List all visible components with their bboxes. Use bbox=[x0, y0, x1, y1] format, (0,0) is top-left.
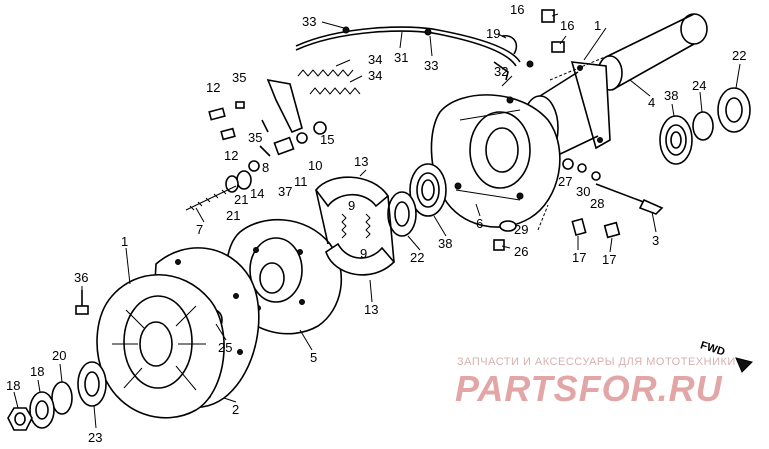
callout-17: 17 bbox=[572, 250, 586, 265]
nut-18 bbox=[7, 407, 33, 431]
callout-5: 5 bbox=[310, 350, 317, 365]
callout-22: 22 bbox=[732, 48, 746, 63]
oil-seal-22-right bbox=[717, 87, 751, 133]
callout-13: 13 bbox=[364, 302, 378, 317]
callout-7: 7 bbox=[196, 222, 203, 237]
callout-21: 21 bbox=[234, 192, 248, 207]
callout-23: 23 bbox=[88, 430, 102, 445]
callout-12: 12 bbox=[224, 148, 238, 163]
callout-24: 24 bbox=[692, 78, 706, 93]
callout-25: 25 bbox=[218, 340, 232, 355]
callout-33: 33 bbox=[424, 58, 438, 73]
bearing-18 bbox=[29, 391, 55, 429]
callout-35: 35 bbox=[232, 70, 246, 85]
oil-seal-23 bbox=[77, 361, 107, 407]
callout-26: 26 bbox=[514, 244, 528, 259]
callout-3: 3 bbox=[652, 233, 659, 248]
callout-21: 21 bbox=[226, 208, 240, 223]
callout-1: 1 bbox=[594, 18, 601, 33]
left-fasteners bbox=[185, 101, 260, 211]
callout-12: 12 bbox=[206, 80, 220, 95]
bearing-38-right bbox=[659, 115, 693, 165]
callout-9: 9 bbox=[348, 198, 355, 213]
watermark-logo: PARTSFOR.RU bbox=[455, 368, 723, 409]
callout-28: 28 bbox=[590, 196, 604, 211]
bolt-36 bbox=[75, 290, 89, 315]
brake-arm bbox=[259, 78, 327, 157]
callout-15: 15 bbox=[320, 132, 334, 147]
callout-13: 13 bbox=[354, 154, 368, 169]
callout-16: 16 bbox=[560, 18, 574, 33]
callout-18: 18 bbox=[6, 378, 20, 393]
forward-arrow-icon bbox=[735, 357, 753, 373]
callout-29: 29 bbox=[514, 222, 528, 237]
watermark-subtitle: ЗАПЧАСТИ И АКСЕССУАРЫ ДЛЯ МОТОТЕХНИКИ bbox=[457, 356, 736, 368]
callout-32: 32 bbox=[494, 64, 508, 79]
callout-6: 6 bbox=[476, 216, 483, 231]
callout-33: 33 bbox=[302, 14, 316, 29]
callout-31: 31 bbox=[394, 50, 408, 65]
callout-19: 19 bbox=[486, 26, 500, 41]
oil-seal-22-left bbox=[387, 191, 417, 237]
callout-20: 20 bbox=[52, 348, 66, 363]
bearing-38-left bbox=[409, 163, 447, 217]
callout-8: 8 bbox=[262, 160, 269, 175]
callout-36: 36 bbox=[74, 270, 88, 285]
callout-4: 4 bbox=[648, 95, 655, 110]
callout-2: 2 bbox=[232, 402, 239, 417]
callout-30: 30 bbox=[576, 184, 590, 199]
callout-16: 16 bbox=[510, 2, 524, 17]
callouts: 1 1 2 3 4 5 6 7 8 9 9 10 11 12 12 13 13 … bbox=[6, 2, 746, 445]
callout-1: 1 bbox=[121, 234, 128, 249]
shim-20 bbox=[51, 381, 73, 415]
callout-34: 34 bbox=[368, 52, 382, 67]
callout-9: 9 bbox=[360, 246, 367, 261]
leader-lines bbox=[13, 13, 741, 429]
circlip-24 bbox=[692, 111, 714, 141]
finned-hub bbox=[96, 273, 225, 419]
callout-38: 38 bbox=[438, 236, 452, 251]
brake-panel bbox=[430, 94, 561, 228]
axle-sleeve bbox=[597, 13, 708, 91]
callout-22: 22 bbox=[410, 250, 424, 265]
callout-27: 27 bbox=[558, 174, 572, 189]
callout-38: 38 bbox=[664, 88, 678, 103]
brake-cable bbox=[295, 26, 534, 68]
callout-35: 35 bbox=[248, 130, 262, 145]
callout-10: 10 bbox=[308, 158, 322, 173]
right-fasteners bbox=[493, 9, 664, 251]
callout-34: 34 bbox=[368, 68, 382, 83]
brake-shoes bbox=[314, 176, 396, 276]
callout-37: 37 bbox=[278, 184, 292, 199]
callout-11: 11 bbox=[294, 174, 308, 189]
callout-14: 14 bbox=[250, 186, 264, 201]
return-springs bbox=[297, 69, 361, 95]
callout-18: 18 bbox=[30, 364, 44, 379]
callout-17: 17 bbox=[602, 252, 616, 267]
